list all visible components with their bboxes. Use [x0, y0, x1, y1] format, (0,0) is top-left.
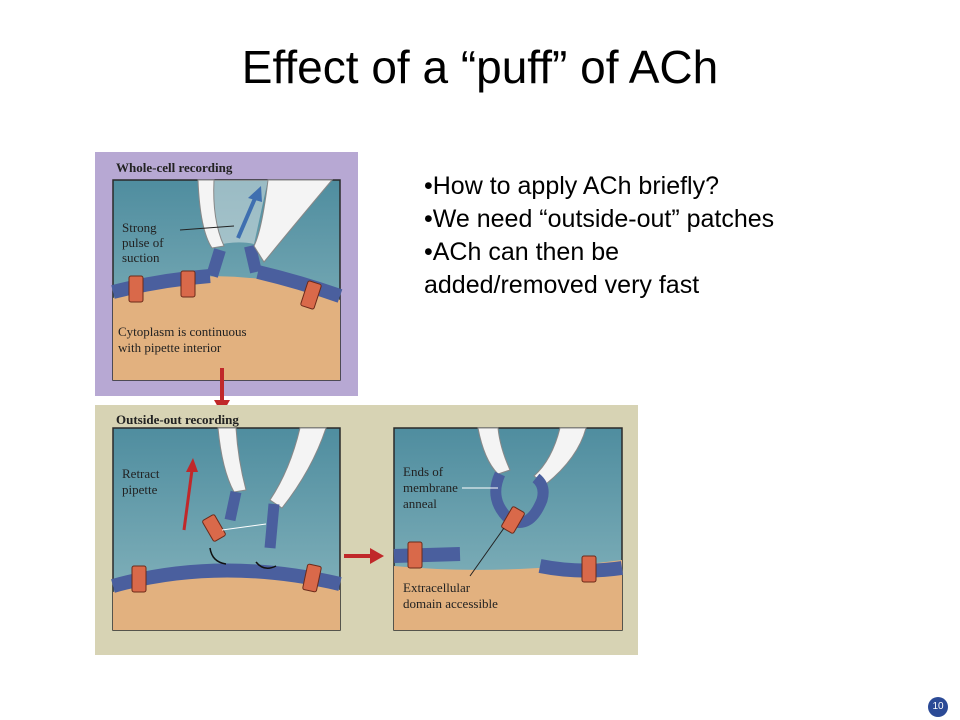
patch-pipette-wall-left [477, 427, 511, 475]
whole-cell-channel [300, 280, 322, 310]
anneal-label-line: anneal [403, 496, 437, 511]
outside-out-right-membrane-left [393, 547, 461, 563]
page-number-badge: 10 [928, 697, 948, 717]
outside-out-channel [581, 555, 597, 583]
bullet-item: added/removed very fast [424, 271, 700, 299]
whole-cell-pipette-wall-left [197, 179, 225, 249]
anneal-curve-arrow-left [209, 547, 227, 565]
whole-cell-membrane-rim-right [244, 244, 262, 274]
whole-cell-pipette-wall-right [253, 179, 334, 263]
outside-out-channel [202, 514, 226, 542]
outside-out-channel [407, 541, 423, 569]
outside-out-left-cytoplasm [113, 575, 340, 630]
outside-out-channel [302, 563, 322, 593]
torn-membrane-link [221, 523, 267, 531]
cytoplasm-label-line: with pipette interior [118, 340, 222, 355]
outside-out-right-cytoplasm [394, 560, 622, 630]
retract-pipette-wall-left [217, 427, 247, 493]
annealed-membrane-patch [490, 471, 549, 528]
anneal-curve-arrow-right [255, 561, 277, 569]
whole-cell-channel [128, 275, 144, 303]
bullet-item: •We need “outside-out” patches [424, 205, 775, 233]
retract-label-line: pipette [122, 482, 158, 497]
suction-label-line: Strong [122, 220, 157, 235]
anneal-label-line: Ends of [403, 464, 444, 479]
outside-out-channel [131, 565, 147, 593]
suction-arrow [236, 195, 258, 239]
cytoplasm-label-line: Cytoplasm is continuous [118, 324, 247, 339]
bullet-list: •How to apply ACh briefly? •We need “out… [424, 170, 904, 302]
suction-leader-line [179, 225, 235, 231]
slide-title: Effect of a “puff” of ACh [241, 41, 719, 93]
torn-membrane-right [264, 503, 280, 549]
outside-out-panel: Outside-out recording Retract pipette En… [95, 405, 638, 655]
anneal-label-line: membrane [403, 480, 458, 495]
whole-cell-heading: Whole-cell recording [116, 160, 233, 175]
whole-cell-panel: Whole-cell recording Strong pulse of suc… [95, 152, 358, 396]
whole-cell-membrane-rim-left [206, 248, 226, 278]
retract-label-line: Retract [122, 466, 160, 481]
suction-label-line: pulse of [122, 235, 164, 250]
whole-cell-channel [180, 270, 196, 298]
outside-out-channel [501, 506, 525, 534]
torn-membrane-left [224, 490, 242, 522]
extracellular-label-line: domain accessible [403, 596, 498, 611]
suction-label-line: suction [122, 250, 160, 265]
suction-arrowhead [248, 186, 262, 202]
bullet-item: •ACh can then be [424, 238, 619, 266]
retract-arrowhead [186, 458, 198, 472]
retract-arrow [182, 469, 194, 531]
whole-cell-cytoplasm [113, 276, 340, 380]
outside-out-heading: Outside-out recording [116, 412, 239, 427]
extracellular-label-line: Extracellular [403, 580, 471, 595]
retract-pipette-wall-right [269, 427, 327, 509]
extracellular-leader-line [469, 527, 505, 577]
whole-cell-membrane-right [256, 265, 343, 303]
whole-cell-membrane-left [111, 269, 211, 299]
transition-arrowhead-right [370, 548, 384, 564]
bullet-item: •How to apply ACh briefly? [424, 172, 720, 200]
outside-out-right-membrane-right [538, 559, 623, 578]
